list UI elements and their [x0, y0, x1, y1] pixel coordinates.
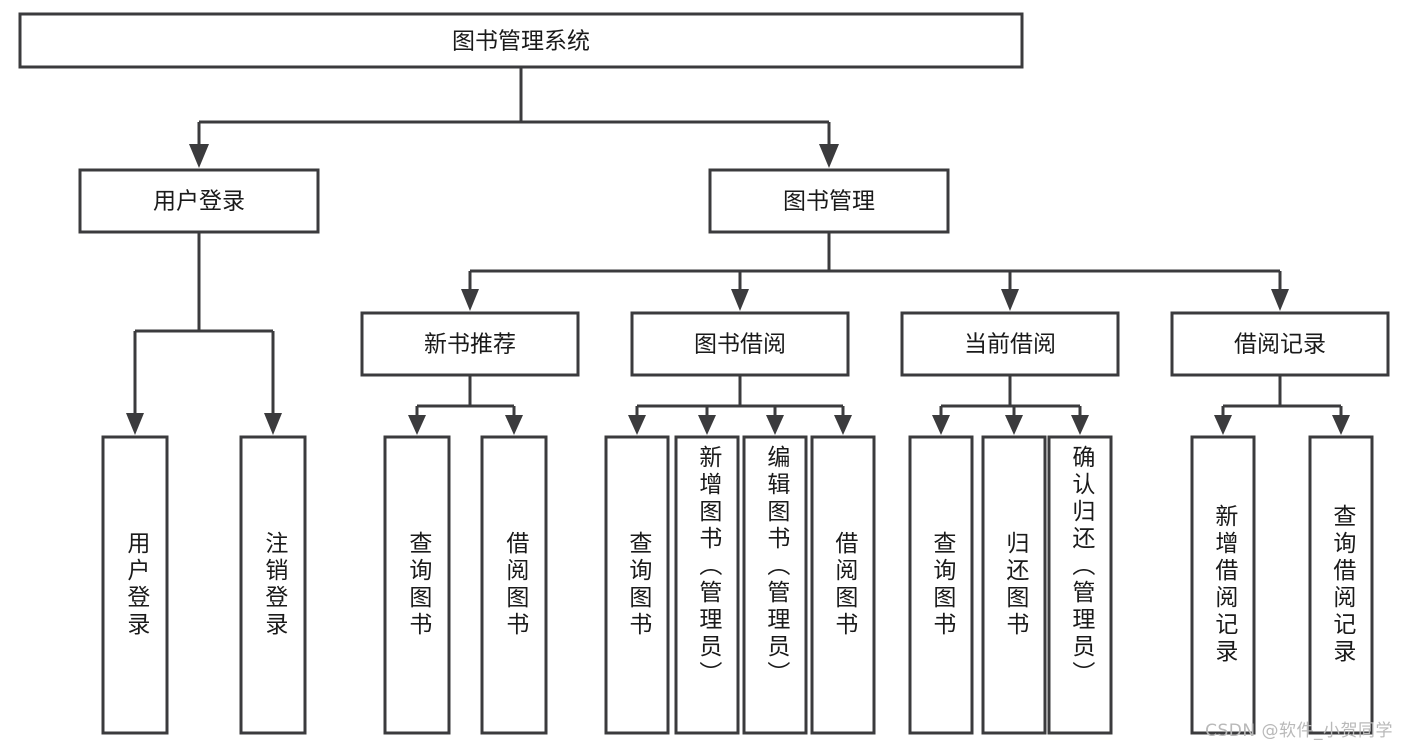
connector-group-root-to-level2	[189, 67, 839, 168]
leaf-query-borrow-record-box[interactable]	[1308, 435, 1374, 735]
node-borrow-record-label: 借阅记录	[1234, 332, 1326, 358]
arrowhead-leaf-query-borrow-record	[1332, 415, 1350, 435]
leaf-logout-box[interactable]	[239, 435, 307, 735]
node-new-book-recommend[interactable]: 新书推荐	[360, 311, 580, 377]
connector-group-book-borrow-leaves	[628, 375, 852, 435]
arrowhead-leaf-borrow-book	[834, 415, 852, 435]
node-borrow-record-box[interactable]	[1170, 311, 1390, 377]
connector-group-borrow-record-leaves	[1214, 375, 1350, 435]
leaf-box-group	[101, 435, 1374, 735]
arrowhead-borrow-record	[1271, 289, 1289, 311]
leaf-confirm-return-box[interactable]	[1047, 435, 1113, 735]
leaf-borrow-book-recommend-box[interactable]	[480, 435, 548, 735]
arrowhead-leaf-query-book-current	[932, 415, 950, 435]
node-book-management[interactable]: 图书管理	[708, 168, 950, 234]
node-book-borrow[interactable]: 图书借阅	[630, 311, 850, 377]
arrowhead-leaf-return-book	[1005, 415, 1023, 435]
node-user-login-box[interactable]	[78, 168, 320, 234]
node-current-borrow-label: 当前借阅	[964, 332, 1056, 358]
arrowhead-leaf-add-book	[698, 415, 716, 435]
arrowhead-leaf-user-login	[126, 413, 144, 435]
arrowhead-leaf-edit-book	[766, 415, 784, 435]
node-new-book-recommend-label: 新书推荐	[424, 332, 516, 358]
connector-group-book-management-to-level3	[461, 232, 1289, 311]
arrowhead-new-book-recommend	[461, 289, 479, 311]
connector-group-user-login-leaves	[126, 232, 282, 435]
leaf-add-book-box[interactable]	[674, 435, 740, 735]
node-book-management-label: 图书管理	[783, 189, 875, 215]
arrowhead-current-borrow	[1001, 289, 1019, 311]
leaf-query-book-current-box[interactable]	[908, 435, 974, 735]
node-borrow-record[interactable]: 借阅记录	[1170, 311, 1390, 377]
node-current-borrow-box[interactable]	[900, 311, 1120, 377]
node-book-borrow-label: 图书借阅	[694, 332, 786, 358]
leaf-query-book-borrow-box[interactable]	[604, 435, 670, 735]
node-current-borrow[interactable]: 当前借阅	[900, 311, 1120, 377]
node-user-login-label: 用户登录	[153, 189, 245, 215]
leaf-user-login-box[interactable]	[101, 435, 169, 735]
leaf-borrow-book-box[interactable]	[810, 435, 876, 735]
node-root-box[interactable]	[18, 12, 1024, 69]
arrowhead-leaf-query-book-recommend	[408, 415, 426, 435]
arrowhead-leaf-confirm-return	[1071, 415, 1089, 435]
leaf-query-book-recommend-box[interactable]	[383, 435, 451, 735]
connector-group-new-book-recommend-leaves	[408, 375, 523, 435]
arrowhead-leaf-add-borrow-record	[1214, 415, 1232, 435]
node-book-management-box[interactable]	[708, 168, 950, 234]
leaf-return-book-box[interactable]	[981, 435, 1047, 735]
node-user-login[interactable]: 用户登录	[78, 168, 320, 234]
arrowhead-book-management	[819, 144, 839, 168]
node-root[interactable]: 图书管理系统	[18, 12, 1024, 69]
node-new-book-recommend-box[interactable]	[360, 311, 580, 377]
connector-group-current-borrow-leaves	[932, 375, 1089, 435]
arrowhead-leaf-logout	[264, 413, 282, 435]
arrowhead-leaf-query-book-borrow	[628, 415, 646, 435]
csdn-watermark: CSDN @软件_小贺同学	[1205, 721, 1393, 741]
leaf-add-borrow-record-box[interactable]	[1190, 435, 1256, 735]
arrowhead-leaf-borrow-book-recommend	[505, 415, 523, 435]
arrowhead-book-borrow	[731, 289, 749, 311]
leaf-edit-book-box[interactable]	[742, 435, 808, 735]
node-book-borrow-box[interactable]	[630, 311, 850, 377]
arrowhead-user-login	[189, 144, 209, 168]
node-root-label: 图书管理系统	[452, 29, 590, 55]
